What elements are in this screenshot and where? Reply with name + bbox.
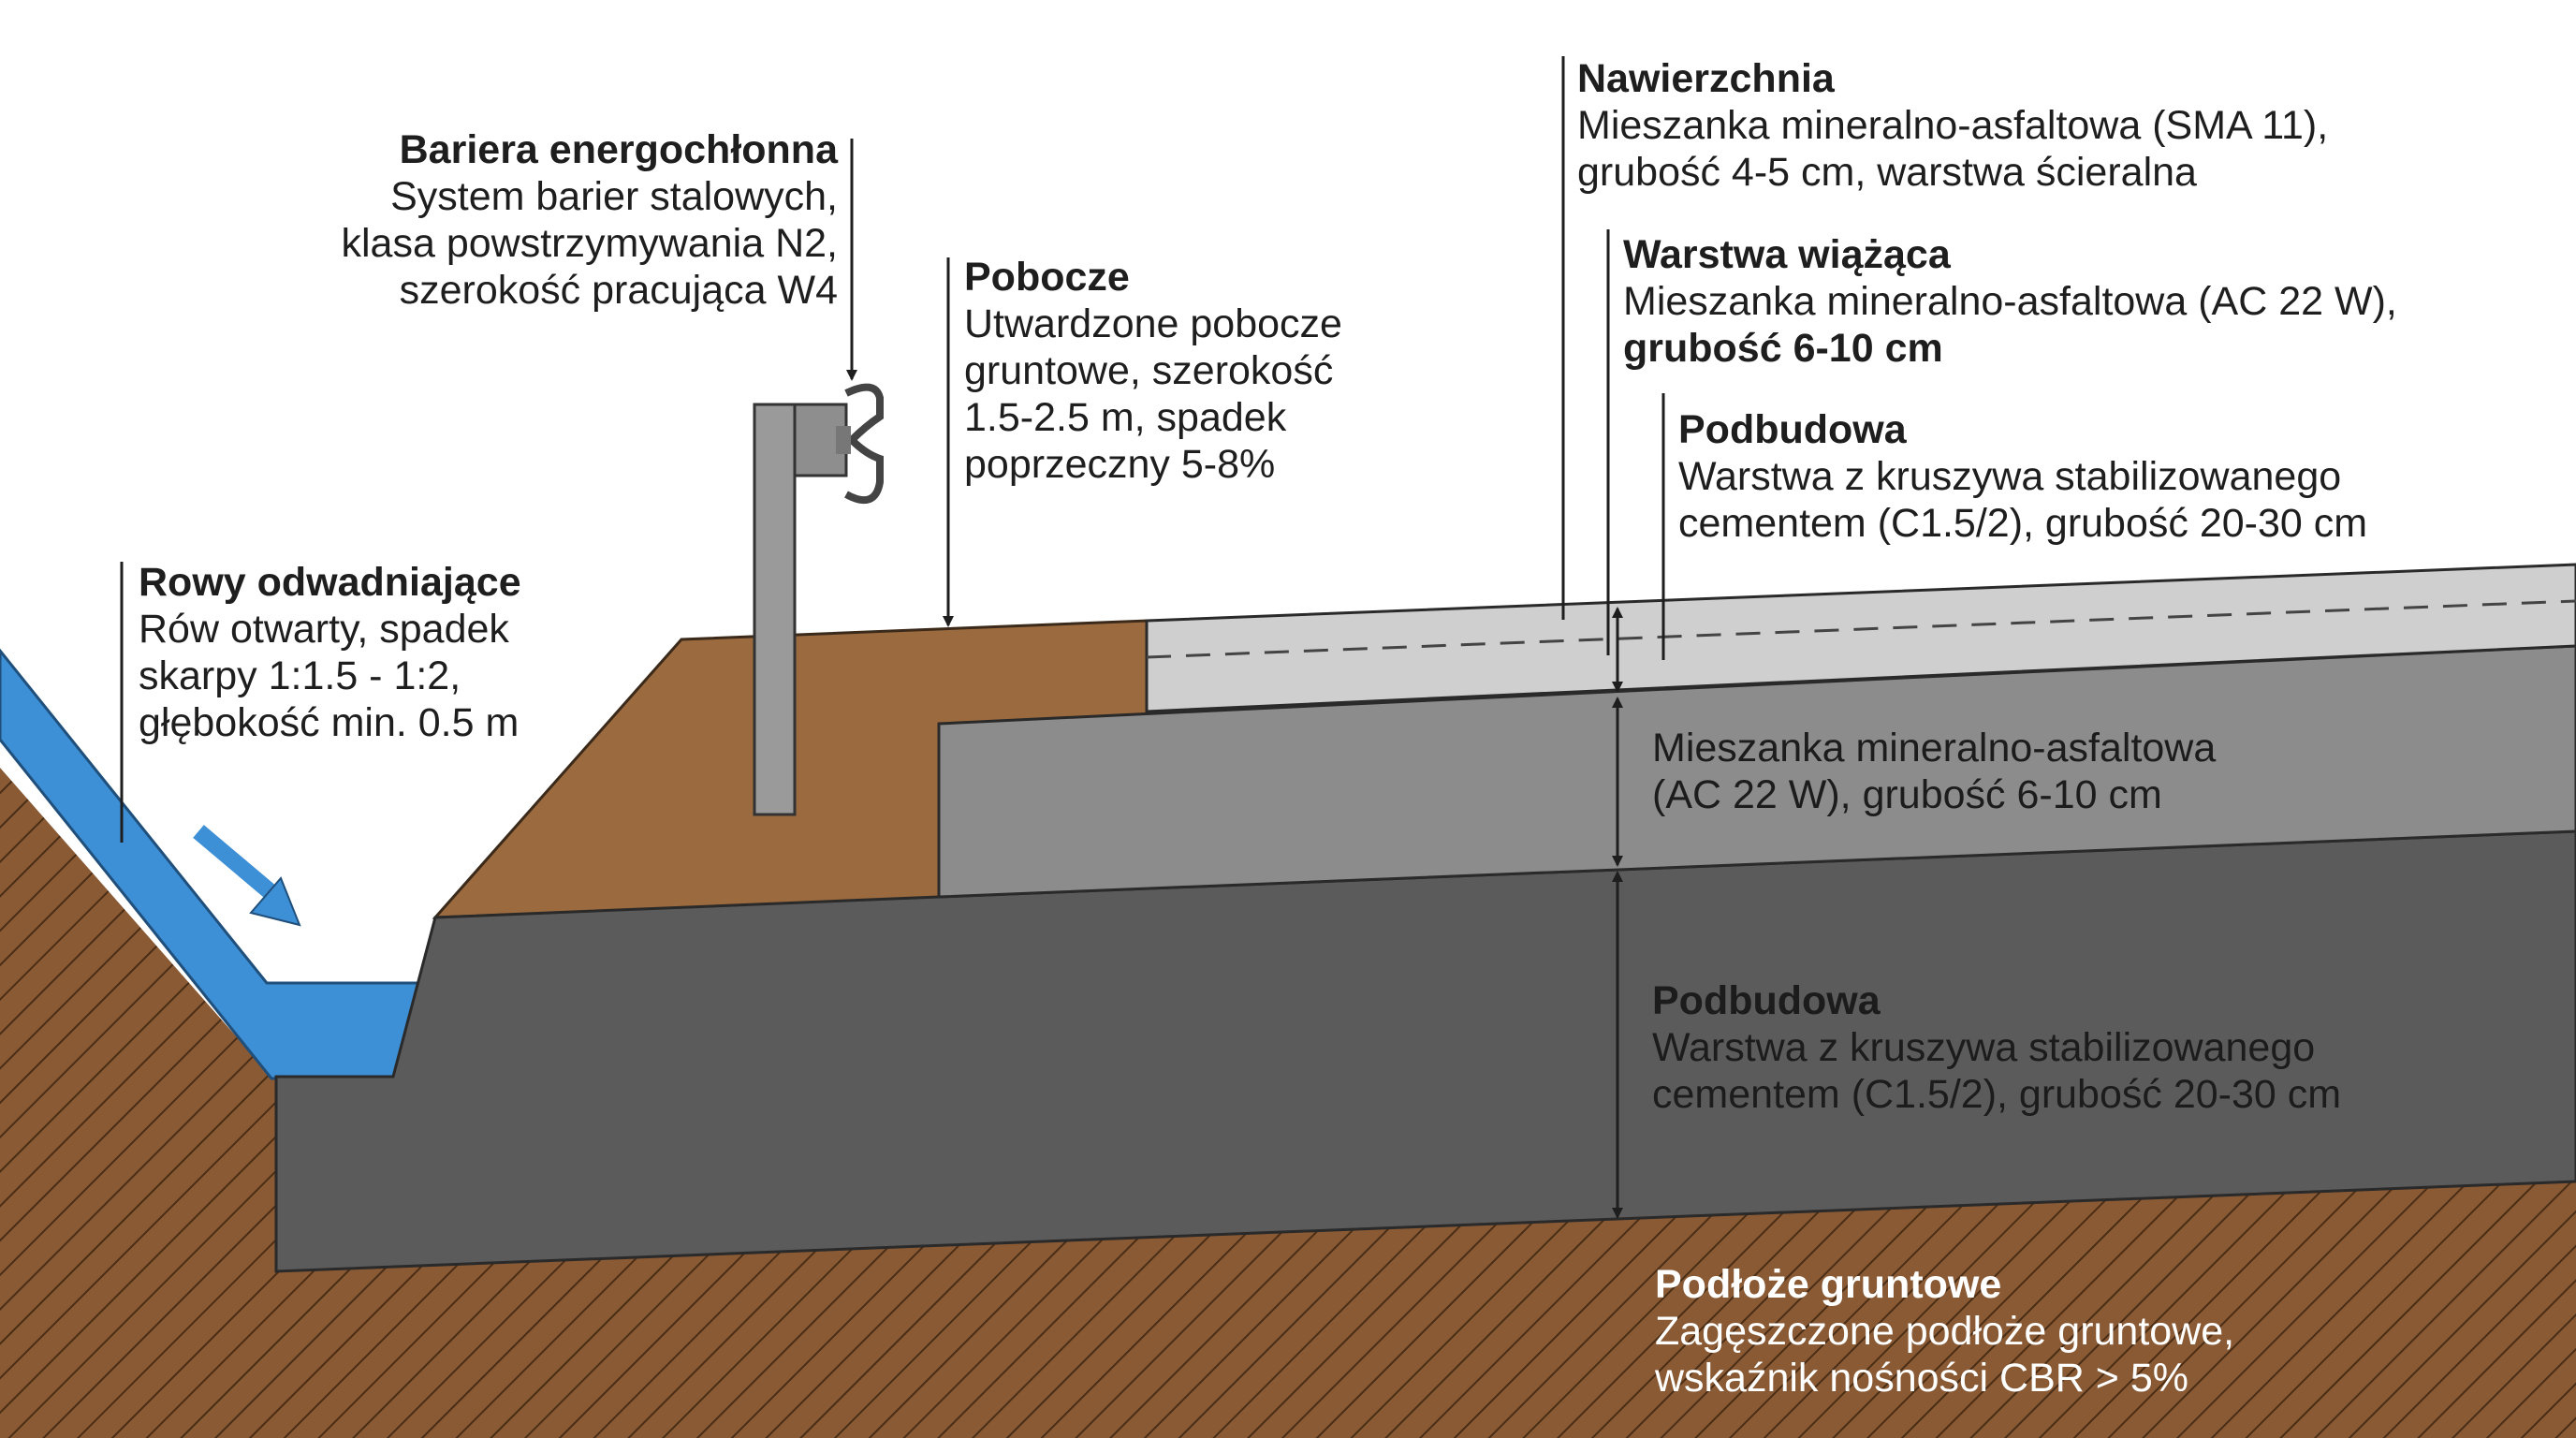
ditch-line-1: Rów otwarty, spadek bbox=[139, 606, 509, 652]
base-top-label: Podbudowa Warstwa z kruszywa stabilizowa… bbox=[1678, 407, 2568, 548]
subgrade-title: Podłoże gruntowe bbox=[1655, 1262, 2002, 1307]
subgrade-line-1: Zagęszczone podłoże gruntowe, bbox=[1655, 1308, 2235, 1354]
binder-line-2: grubość 6-10 cm bbox=[1623, 325, 1943, 371]
ditch-title: Rowy odwadniające bbox=[139, 560, 521, 605]
surface-label: Nawierzchnia Mieszanka mineralno-asfalto… bbox=[1577, 56, 2513, 197]
barrier-title: Bariera energochłonna bbox=[399, 127, 838, 172]
base-top-line-1: Warstwa z kruszywa stabilizowanego bbox=[1678, 453, 2342, 499]
shoulder-title: Pobocze bbox=[964, 255, 1130, 300]
ditch-line-3: głębokość min. 0.5 m bbox=[139, 699, 520, 745]
base-layer-line-2: cementem (C1.5/2), grubość 20-30 cm bbox=[1652, 1071, 2342, 1117]
ditch-label: Rowy odwadniające Rów otwarty, spadek sk… bbox=[139, 560, 578, 747]
flow-arrow-icon bbox=[193, 825, 301, 927]
surface-title: Nawierzchnia bbox=[1577, 56, 1835, 101]
shoulder-line-2: gruntowe, szerokość bbox=[964, 347, 1334, 393]
shoulder-label: Pobocze Utwardzone pobocze gruntowe, sze… bbox=[964, 255, 1432, 488]
surface-line-2: grubość 4-5 cm, warstwa ścieralna bbox=[1577, 149, 2197, 195]
base-layer-label: Podbudowa Warstwa z kruszywa stabilizowa… bbox=[1652, 978, 2541, 1119]
base-top-line-2: cementem (C1.5/2), grubość 20-30 cm bbox=[1678, 500, 2368, 546]
wearing-course-dashed-line bbox=[1146, 599, 2576, 659]
barrier-line-2: klasa powstrzymywania N2, bbox=[341, 220, 838, 266]
binder-layer-line-1: Mieszanka mineralno-asfaltowa bbox=[1652, 726, 2217, 770]
binder-line-1: Mieszanka mineralno-asfaltowa (AC 22 W), bbox=[1623, 278, 2397, 324]
base-layer-line-1: Warstwa z kruszywa stabilizowanego bbox=[1652, 1024, 2316, 1070]
guardrail-barrier-icon bbox=[753, 383, 884, 816]
shoulder-line-1: Utwardzone pobocze bbox=[964, 301, 1342, 346]
surface-line-1: Mieszanka mineralno-asfaltowa (SMA 11), bbox=[1577, 102, 2329, 148]
leader-lines bbox=[120, 56, 1665, 843]
subgrade-label: Podłoże gruntowe Zagęszczone podłoże gru… bbox=[1655, 1262, 2497, 1402]
shoulder-line-3: 1.5-2.5 m, spadek bbox=[964, 394, 1287, 440]
wearing-course-layer bbox=[1145, 563, 2576, 713]
barrier-label: Bariera energochłonna System barier stal… bbox=[281, 127, 838, 315]
base-top-title: Podbudowa bbox=[1678, 407, 1907, 452]
binder-title: Warstwa wiążąca bbox=[1623, 232, 1951, 277]
binder-layer-line-2: (AC 22 W), grubość 6-10 cm bbox=[1652, 771, 2162, 817]
barrier-line-1: System barier stalowych, bbox=[390, 173, 838, 219]
base-layer-title: Podbudowa bbox=[1652, 978, 1881, 1023]
shoulder-line-4: poprzeczny 5-8% bbox=[964, 441, 1276, 487]
binder-label: Warstwa wiążąca Mieszanka mineralno-asfa… bbox=[1623, 232, 2559, 373]
ditch-line-2: skarpy 1:1.5 - 1:2, bbox=[139, 653, 461, 698]
binder-layer-label: Mieszanka mineralno-asfaltowa (AC 22 W),… bbox=[1652, 726, 2401, 819]
barrier-line-3: szerokość pracująca W4 bbox=[399, 267, 838, 313]
subgrade-line-2: wskaźnik nośności CBR > 5% bbox=[1655, 1355, 2188, 1401]
